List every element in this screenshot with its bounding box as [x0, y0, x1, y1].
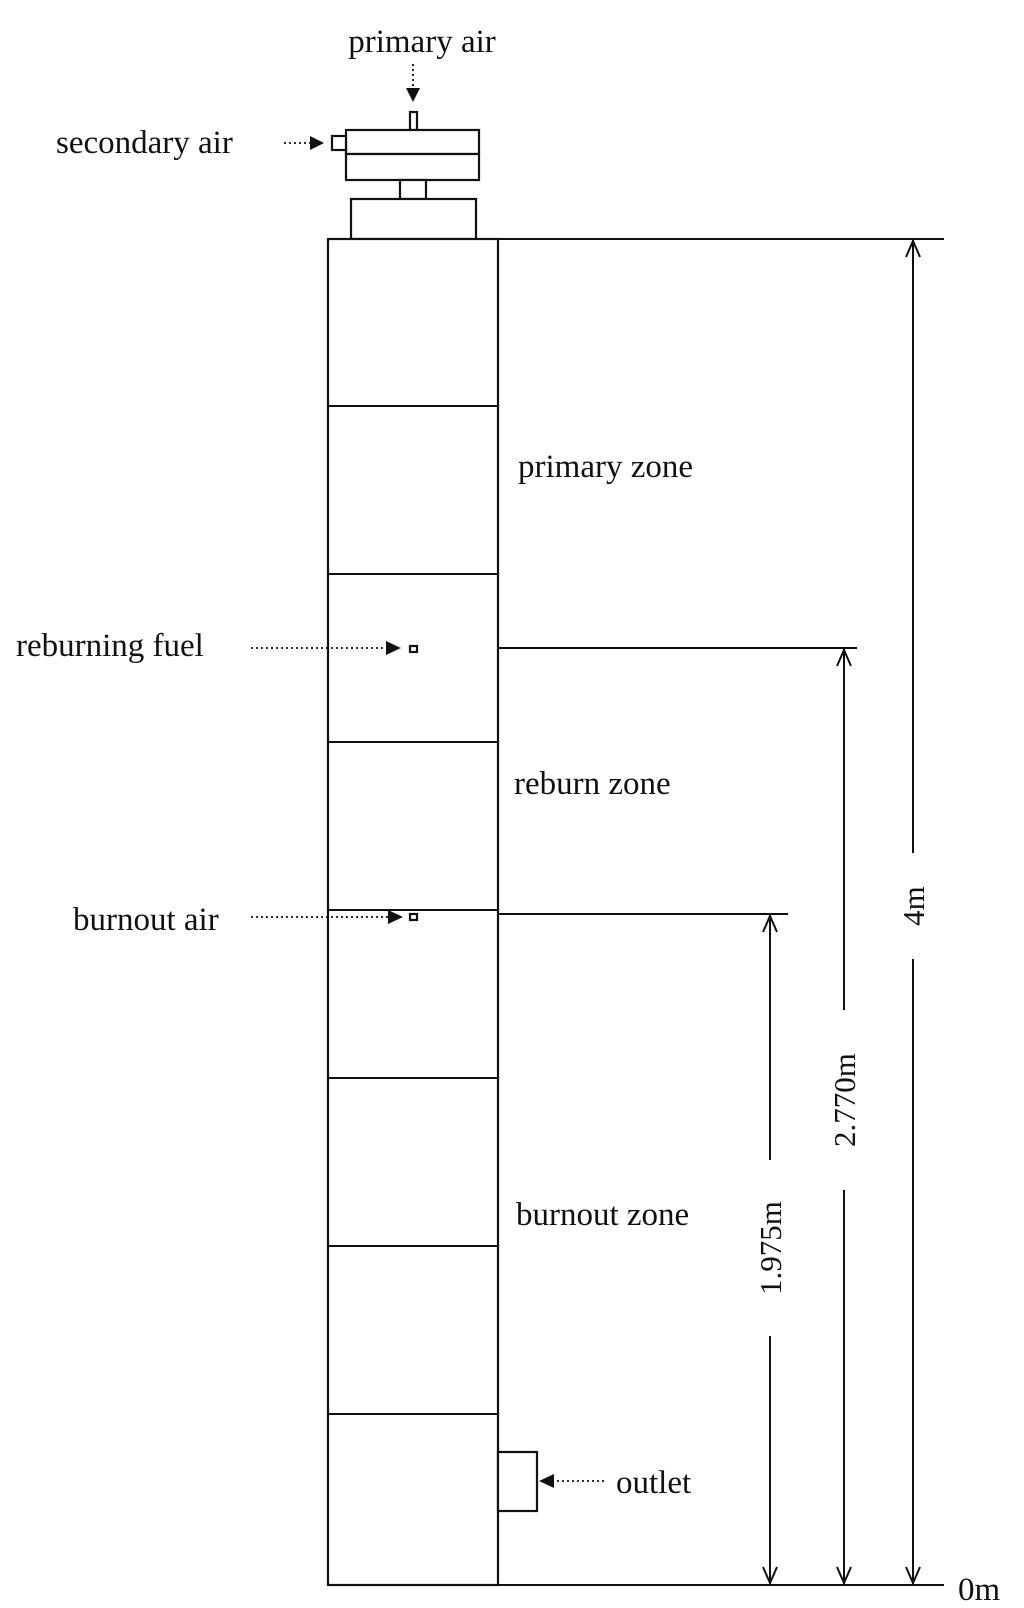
reburning-fuel-label: reburning fuel — [16, 628, 204, 664]
burner-neck — [398, 178, 428, 201]
burnout-zone-label: burnout zone — [516, 1197, 689, 1233]
arrowhead-icon — [539, 1474, 554, 1488]
label-gap — [828, 1010, 860, 1190]
burner-lower-block — [344, 152, 481, 182]
burner-base — [349, 197, 478, 241]
secondary-air-nozzle — [330, 134, 348, 152]
secondary-air-label: secondary air — [56, 125, 233, 161]
dimension-lines — [770, 239, 913, 1585]
primary-air-nozzle — [408, 110, 419, 132]
reburning-fuel-port — [408, 644, 419, 654]
burner-assembly — [330, 110, 481, 241]
arrowhead-icon — [406, 88, 420, 102]
reburn-zone-label: reburn zone — [514, 766, 671, 802]
label-gap — [897, 853, 929, 959]
total-height-label: 4m — [896, 886, 931, 926]
reburning-fuel-height-label: 2.770m — [827, 1053, 862, 1147]
burner-upper-block — [344, 128, 481, 156]
base-label: 0m — [958, 1572, 1001, 1608]
burnout-air-port — [408, 912, 419, 922]
arrowhead-icon — [310, 136, 324, 150]
primary-air-label: primary air — [348, 24, 496, 60]
pointer-arrows — [251, 64, 604, 1488]
primary-zone-label: primary zone — [518, 449, 693, 485]
label-gap — [754, 1160, 786, 1336]
burnout-air-label: burnout air — [73, 902, 219, 938]
arrowhead-icon — [386, 641, 401, 655]
reference-lines — [498, 238, 944, 1586]
outlet-duct — [496, 1450, 539, 1513]
furnace-outline — [326, 237, 500, 1587]
furnace-column — [326, 237, 539, 1587]
outlet-label: outlet — [616, 1465, 691, 1501]
burnout-air-height-label: 1.975m — [753, 1201, 788, 1295]
arrowhead-icon — [388, 910, 403, 924]
